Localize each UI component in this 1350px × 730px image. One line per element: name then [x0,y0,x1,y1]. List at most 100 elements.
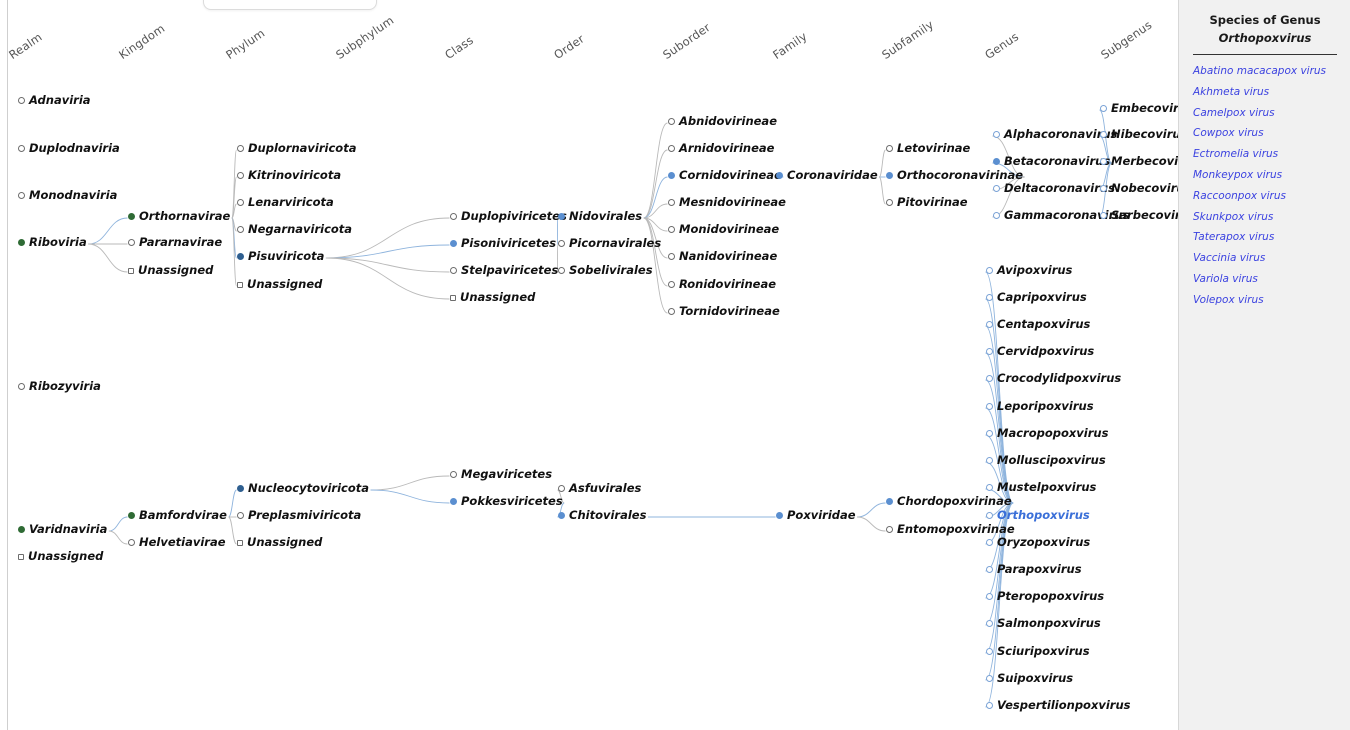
node-marker-expanded-icon[interactable] [993,158,1000,166]
tree-node-cornidovirineae[interactable]: Cornidovirineae [668,169,782,182]
node-marker-expanded-icon[interactable] [886,172,893,180]
tree-node-chitovirales[interactable]: Chitovirales [558,509,646,522]
node-marker-collapsed-icon[interactable] [237,145,244,153]
tree-node-kingdom-unassigned[interactable]: Unassigned [128,264,213,277]
tree-node-preplasmiviricota[interactable]: Preplasmiviricota [237,509,361,522]
node-marker-collapsed-icon[interactable] [1100,212,1107,220]
tree-node-bamfordvirae[interactable]: Bamfordvirae [128,509,227,522]
tree-node-mesnidovirineae[interactable]: Mesnidovirineae [668,196,786,209]
node-marker-collapsed-icon[interactable] [668,199,675,207]
node-marker-collapsed-icon[interactable] [1100,185,1107,193]
tree-node-asfuvirales[interactable]: Asfuvirales [558,482,641,495]
tree-node-riboviria[interactable]: Riboviria [18,236,87,249]
tree-node-coronaviridae[interactable]: Coronaviridae [776,169,878,182]
node-marker-collapsed-icon[interactable] [668,226,675,234]
node-marker-collapsed-icon[interactable] [450,267,457,275]
node-marker-collapsed-icon[interactable] [237,226,244,234]
tree-node-tornidovirineae[interactable]: Tornidovirineae [668,305,780,318]
tree-node-ribozyviria[interactable]: Ribozyviria [18,380,101,393]
node-marker-collapsed-icon[interactable] [668,253,675,261]
node-marker-collapsed-icon[interactable] [986,321,993,329]
node-marker-collapsed-icon[interactable] [450,213,457,221]
tree-node-stelpaviricetes[interactable]: Stelpaviricetes [450,264,558,277]
node-marker-collapsed-icon[interactable] [986,430,993,438]
node-marker-collapsed-icon[interactable] [1100,158,1107,166]
node-marker-collapsed-icon[interactable] [886,145,893,153]
tree-node-betacoronavirus[interactable]: Betacoronavirus [993,155,1110,168]
node-marker-leaf-square-icon[interactable] [237,281,243,288]
tree-node-alphacoronavirus[interactable]: Alphacoronavirus [993,128,1117,141]
node-marker-collapsed-icon[interactable] [993,212,1000,220]
tree-node-letovirinae[interactable]: Letovirinae [886,142,970,155]
node-marker-collapsed-icon[interactable] [986,267,993,275]
node-marker-collapsed-icon[interactable] [668,145,675,153]
tree-node-pararnavirae[interactable]: Pararnavirae [128,236,222,249]
node-marker-collapsed-icon[interactable] [18,97,25,105]
node-marker-collapsed-icon[interactable] [986,539,993,547]
node-marker-expanded-icon[interactable] [886,498,893,506]
species-item[interactable]: Taterapox virus [1193,231,1275,244]
node-marker-collapsed-icon[interactable] [128,539,135,547]
node-marker-expanded-icon[interactable] [18,239,25,247]
species-item[interactable]: Abatino macacapox virus [1193,65,1327,78]
species-item[interactable]: Akhmeta virus [1193,85,1270,98]
tree-node-sobelivirales[interactable]: Sobelivirales [558,264,653,277]
tree-node-nucleocytoviricota[interactable]: Nucleocytoviricota [237,482,369,495]
node-marker-collapsed-icon[interactable] [986,620,993,628]
tree-node-class-unassigned[interactable]: Unassigned [450,291,535,304]
species-item[interactable]: Skunkpox virus [1193,210,1274,223]
node-marker-collapsed-icon[interactable] [128,239,135,247]
tree-node-phylum-unassigned2[interactable]: Unassigned [237,536,322,549]
node-marker-collapsed-icon[interactable] [668,118,675,126]
node-marker-collapsed-icon[interactable] [986,702,993,710]
tree-node-picornavirales[interactable]: Picornavirales [558,237,661,250]
tree-node-orthornavirae[interactable]: Orthornavirae [128,210,230,223]
node-marker-collapsed-icon[interactable] [18,145,25,153]
tree-node-negarnaviricota[interactable]: Negarnaviricota [237,223,352,236]
tree-node-suipoxvirus[interactable]: Suipoxvirus [986,672,1073,685]
node-marker-collapsed-icon[interactable] [986,648,993,656]
node-marker-leaf-square-icon[interactable] [450,294,456,301]
node-marker-collapsed-icon[interactable] [558,240,565,248]
node-marker-collapsed-icon[interactable] [986,457,993,465]
tree-node-ronidovirineae[interactable]: Ronidovirineae [668,278,776,291]
tree-node-monidovirineae[interactable]: Monidovirineae [668,223,779,236]
tree-node-orthopoxvirus[interactable]: Orthopoxvirus [986,509,1090,522]
node-marker-collapsed-icon[interactable] [558,267,565,275]
node-marker-collapsed-icon[interactable] [986,566,993,574]
species-item[interactable]: Ectromelia virus [1193,148,1279,161]
tree-node-deltacoronavirus[interactable]: Deltacoronavirus [993,182,1115,195]
node-marker-collapsed-icon[interactable] [986,675,993,683]
tree-node-merbecovirus[interactable]: Merbecovirus [1100,155,1178,168]
node-marker-leaf-square-icon[interactable] [237,539,243,546]
tree-node-megaviricetes[interactable]: Megaviricetes [450,468,552,481]
tree-node-parapoxvirus[interactable]: Parapoxvirus [986,563,1082,576]
species-item[interactable]: Vaccinia virus [1193,252,1266,265]
node-marker-expanded-icon[interactable] [450,240,457,248]
tree-node-oryzopoxvirus[interactable]: Oryzopoxvirus [986,536,1090,549]
node-marker-collapsed-icon[interactable] [986,512,993,520]
node-marker-collapsed-icon[interactable] [1100,105,1107,113]
tree-node-phylum-unassigned[interactable]: Unassigned [237,278,322,291]
node-marker-collapsed-icon[interactable] [986,403,993,411]
tree-node-nanidovirineae[interactable]: Nanidovirineae [668,250,777,263]
tree-node-orthocoronavirinae[interactable]: Orthocoronavirinae [886,169,1023,182]
node-marker-collapsed-icon[interactable] [986,593,993,601]
node-marker-expanded-icon[interactable] [558,512,565,520]
tree-node-centapoxvirus[interactable]: Centapoxvirus [986,318,1090,331]
tree-node-gammacoronavirus[interactable]: Gammacoronavirus [993,209,1129,222]
tree-node-varidnaviria[interactable]: Varidnaviria [18,523,107,536]
node-marker-expanded-icon[interactable] [450,498,457,506]
node-marker-expanded-icon[interactable] [558,213,565,221]
tree-node-monodnaviria[interactable]: Monodnaviria [18,189,117,202]
tree-node-pteropopoxvirus[interactable]: Pteropopoxvirus [986,590,1104,603]
tree-node-arnidovirineae[interactable]: Arnidovirineae [668,142,774,155]
tree-node-kitrinoviricota[interactable]: Kitrinoviricota [237,169,341,182]
tree-node-leporipoxvirus[interactable]: Leporipoxvirus [986,400,1094,413]
tree-node-duplornaviricota[interactable]: Duplornaviricota [237,142,356,155]
tree-node-molluscipoxvirus[interactable]: Molluscipoxvirus [986,454,1106,467]
node-marker-collapsed-icon[interactable] [886,199,893,207]
node-marker-collapsed-icon[interactable] [668,308,675,316]
tree-node-helvetiavirae[interactable]: Helvetiavirae [128,536,226,549]
